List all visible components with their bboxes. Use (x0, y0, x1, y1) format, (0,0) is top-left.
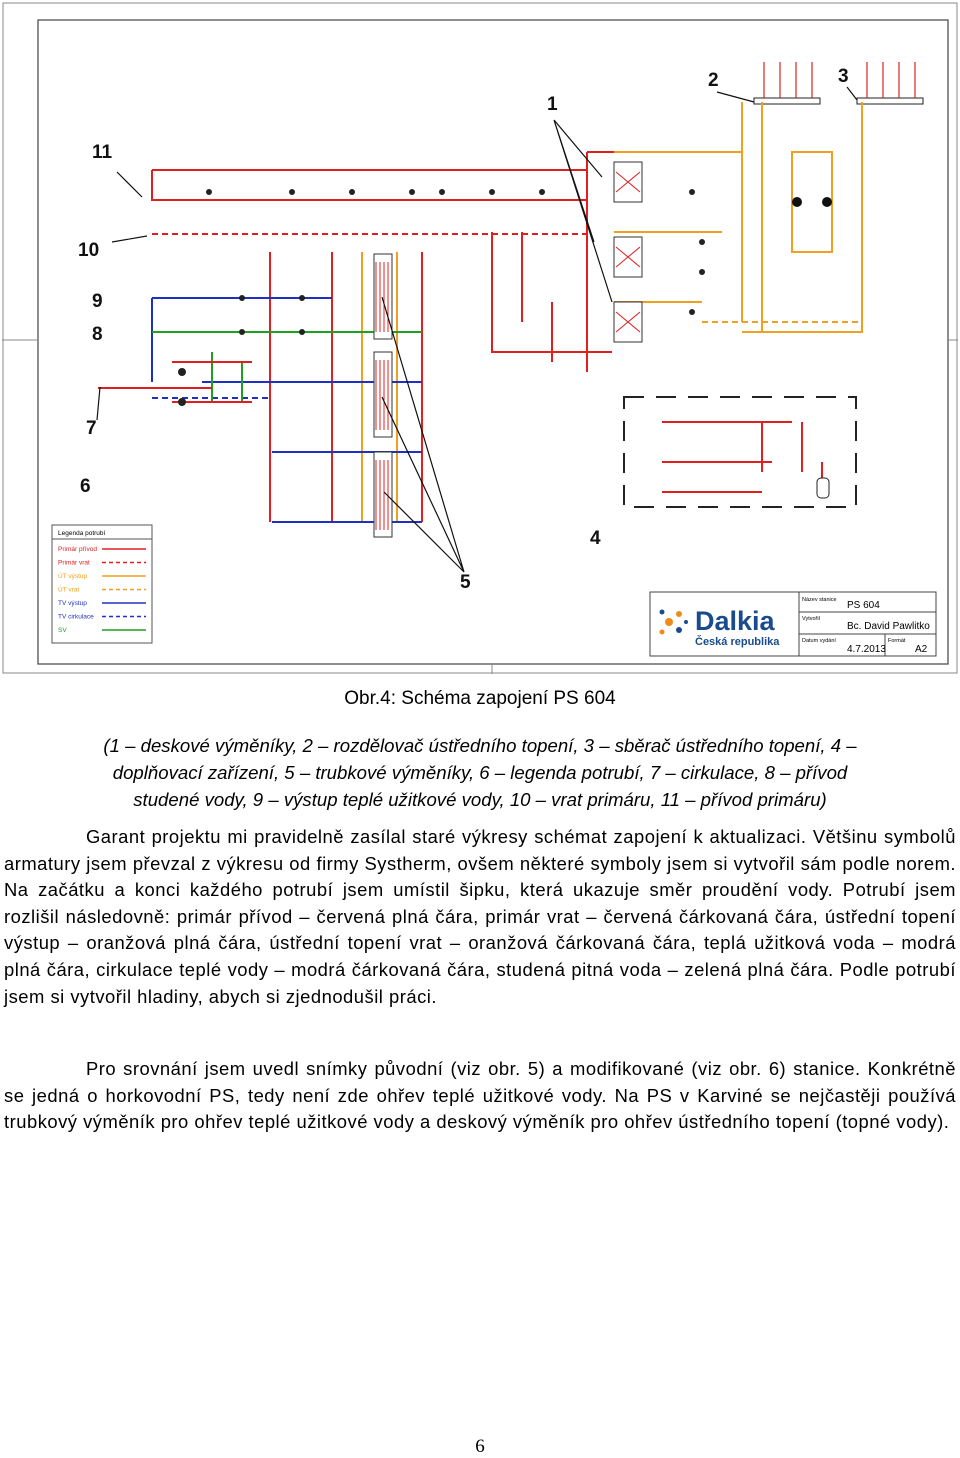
legend-item-label: TV cirkulace (58, 614, 94, 621)
body-paragraph-1: Garant projektu mi pravidelně zasílal st… (4, 826, 956, 1007)
legend-item-label: TV výstup (58, 600, 87, 607)
value-station: PS 604 (847, 600, 880, 611)
label-author: Vytvořil (802, 616, 820, 622)
value-author: Bc. David Pawlitko (847, 621, 930, 632)
callout-9: 9 (92, 291, 103, 312)
callout-3: 3 (838, 66, 849, 87)
caption-line: doplňovací zařízení, 5 – trubkové výmění… (112, 762, 848, 783)
label-format: Formát (888, 638, 906, 644)
distributor-header (753, 62, 924, 105)
legend-item-label: SV (58, 627, 67, 634)
plate-exchangers (613, 161, 643, 343)
value-format: A2 (915, 644, 928, 655)
callout-1: 1 (547, 94, 558, 115)
legend-item-label: ÚT výstup (58, 571, 88, 580)
body-paragraph-2: Pro srovnání jsem uvedl snímky původní (… (4, 1058, 956, 1133)
legend-item-label: Primár vrat (58, 560, 90, 567)
callout-5: 5 (460, 572, 471, 593)
callout-11: 11 (92, 142, 113, 163)
figure-caption-legend: (1 – deskové výměníky, 2 – rozdělovač ús… (0, 732, 960, 813)
callout-leaders (96, 86, 858, 573)
piping-network (98, 102, 863, 523)
brand-subtitle: Česká republika (695, 635, 780, 648)
callout-6: 6 (80, 476, 91, 497)
legend-item-label: ÚT vrat (58, 585, 79, 594)
label-date: Datum vydání (802, 638, 836, 644)
label-station: Název stanice (802, 597, 837, 603)
callout-4: 4 (590, 528, 601, 549)
brand-name: Dalkia (695, 606, 776, 636)
value-date: 4.7.2013 (847, 644, 886, 655)
caption-line: studené vody, 9 – výstup teplé užitkové … (133, 789, 827, 810)
schematic-drawing: 1 2 3 4 5 6 7 8 9 10 11 Legenda potrubí … (2, 2, 958, 674)
tube-exchangers (373, 253, 393, 538)
page-number: 6 (475, 1436, 485, 1457)
legend-title: Legenda potrubí (58, 530, 106, 537)
callout-10: 10 (78, 240, 99, 261)
valve-symbols (178, 189, 832, 499)
title-block: Dalkia Česká republika Název stanice PS … (649, 591, 937, 657)
figure-caption-title: Obr.4: Schéma zapojení PS 604 (344, 688, 616, 709)
callout-7: 7 (86, 418, 97, 439)
dalkia-logo-icon (659, 609, 688, 635)
caption-line: (1 – deskové výměníky, 2 – rozdělovač ús… (103, 735, 857, 756)
callout-8: 8 (92, 324, 103, 345)
callout-2: 2 (708, 70, 719, 91)
legend-item-label: Primár přívod (58, 546, 97, 553)
